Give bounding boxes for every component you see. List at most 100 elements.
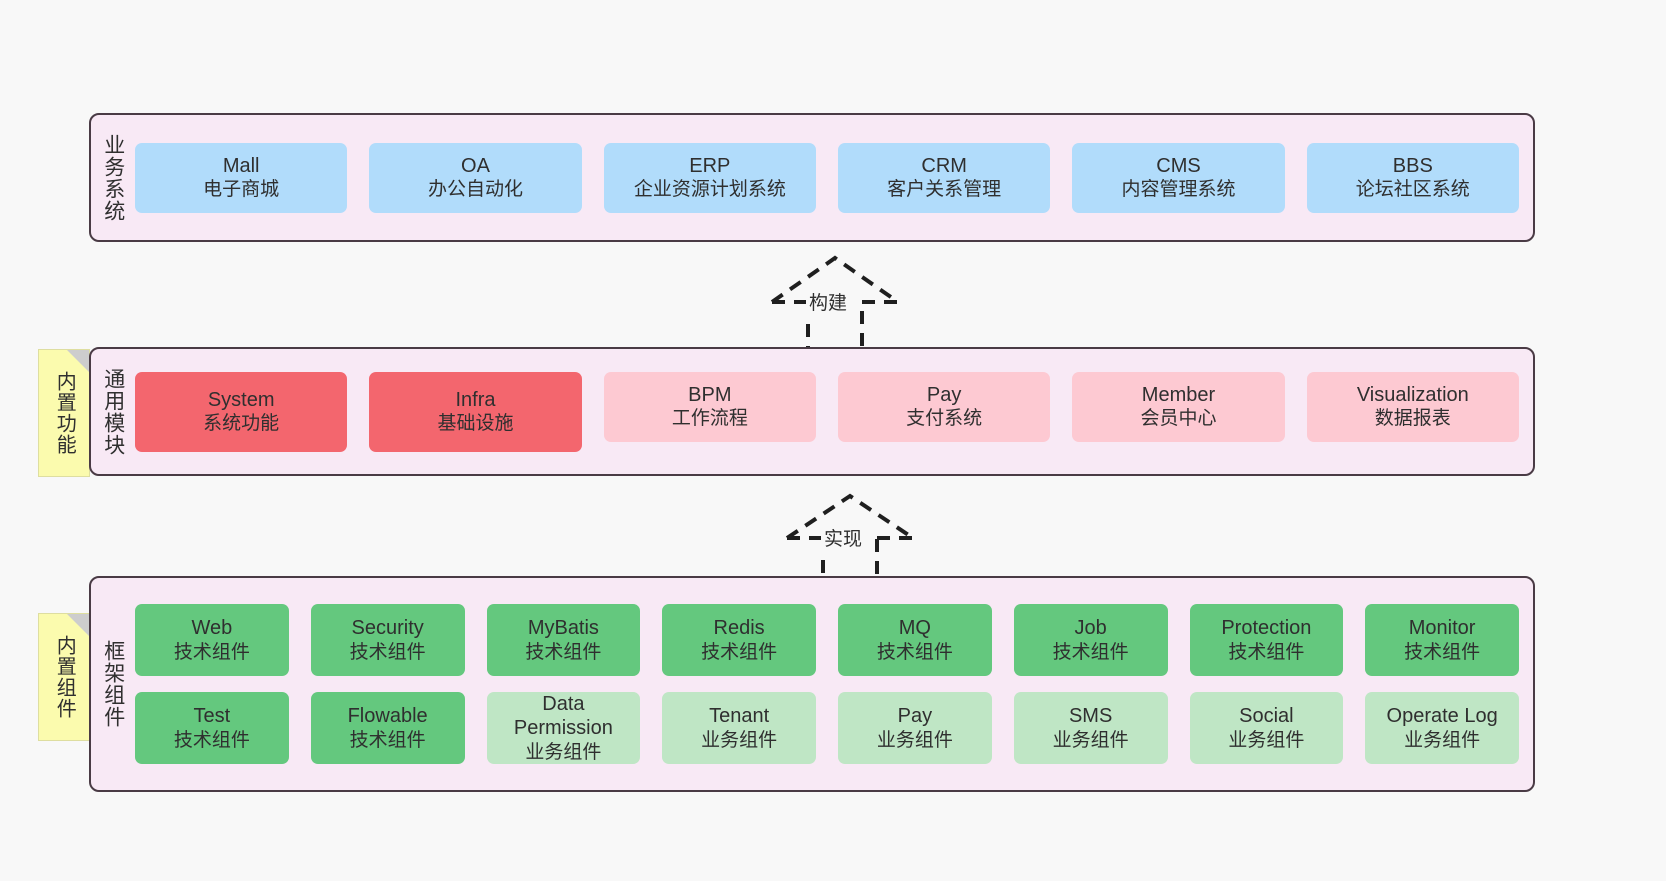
card-oa[interactable]: OA 办公自动化 xyxy=(369,142,582,213)
card-protection-title: Protection xyxy=(1221,617,1312,640)
card-pay-module[interactable]: Pay 支付系统 xyxy=(837,371,1051,442)
card-visualization[interactable]: Visualization 数据报表 xyxy=(1306,371,1519,442)
card-job[interactable]: Job 技术组件 xyxy=(1013,604,1168,676)
card-bbs-title: BBS xyxy=(1392,154,1433,177)
card-sms[interactable]: SMS 业务组件 xyxy=(1013,692,1168,764)
card-mybatis-title: MyBatis xyxy=(527,617,599,640)
card-crm-title: CRM xyxy=(921,154,967,177)
card-infra-title: Infra xyxy=(455,388,496,411)
note-fold-corner-icon xyxy=(67,350,89,372)
card-mall-title: Mall xyxy=(222,154,260,177)
card-security-sub: 技术组件 xyxy=(349,641,426,663)
card-oa-sub: 办公自动化 xyxy=(427,179,523,201)
layer-framework-component-title: 框架组件 xyxy=(101,640,125,728)
note-fold-corner-icon xyxy=(67,614,89,636)
card-cms-sub: 内容管理系统 xyxy=(1121,179,1236,201)
card-erp[interactable]: ERP 企业资源计划系统 xyxy=(603,142,816,213)
note-builtin-component-label: 内置组件 xyxy=(53,635,76,719)
layer-framework-component: 框架组件 Web 技术组件 Security 技术组件 MyBatis 技术组件… xyxy=(89,576,1535,792)
card-protection-sub: 技术组件 xyxy=(1228,641,1305,663)
card-web[interactable]: Web 技术组件 xyxy=(135,604,289,676)
card-bpm-sub: 工作流程 xyxy=(671,408,748,430)
card-cms-title: CMS xyxy=(1156,154,1201,177)
card-system-sub: 系统功能 xyxy=(203,413,280,435)
card-bbs-sub: 论坛社区系统 xyxy=(1355,179,1470,201)
card-pay-module-title: Pay xyxy=(926,383,962,406)
card-pay-component-title: Pay xyxy=(897,705,933,728)
layer-common-module: 通用模块 System 系统功能 Infra 基础设施 BPM 工作流程 Pay xyxy=(89,347,1535,476)
card-pay-component-sub: 业务组件 xyxy=(876,729,953,751)
card-job-title: Job xyxy=(1074,617,1107,640)
card-test-title: Test xyxy=(193,705,231,728)
card-cms[interactable]: CMS 内容管理系统 xyxy=(1072,142,1285,213)
card-system[interactable]: System 系统功能 xyxy=(135,371,348,452)
common-module-row: System 系统功能 Infra 基础设施 BPM 工作流程 Pay 支付系统… xyxy=(135,371,1519,452)
connector-build: 构建 xyxy=(760,252,910,357)
layer-common-module-title: 通用模块 xyxy=(101,367,125,456)
card-sms-title: SMS xyxy=(1068,705,1113,728)
connector-implement-label: 实现 xyxy=(821,524,866,551)
card-operate-log[interactable]: Operate Log 业务组件 xyxy=(1365,692,1519,764)
layer-framework-component-body: Web 技术组件 Security 技术组件 MyBatis 技术组件 Redi… xyxy=(135,578,1533,790)
card-monitor[interactable]: Monitor 技术组件 xyxy=(1365,604,1519,676)
card-mall-sub: 电子商城 xyxy=(203,179,280,201)
card-crm[interactable]: CRM 客户关系管理 xyxy=(837,142,1051,213)
card-bpm-title: BPM xyxy=(688,383,732,406)
card-data-permission-title: Data Permission xyxy=(513,693,613,740)
note-builtin-component: 内置组件 xyxy=(38,613,90,741)
card-flowable-sub: 技术组件 xyxy=(349,729,426,751)
card-tenant[interactable]: Tenant 业务组件 xyxy=(662,692,816,764)
card-oa-title: OA xyxy=(461,154,490,177)
card-mall[interactable]: Mall 电子商城 xyxy=(135,142,348,213)
card-sms-sub: 业务组件 xyxy=(1052,729,1129,751)
card-social-title: Social xyxy=(1239,705,1294,728)
card-visualization-sub: 数据报表 xyxy=(1374,408,1451,430)
card-mq-title: MQ xyxy=(898,617,931,640)
framework-tech-row: Web 技术组件 Security 技术组件 MyBatis 技术组件 Redi… xyxy=(135,604,1519,676)
card-redis-title: Redis xyxy=(713,617,765,640)
note-builtin-function-label: 内置功能 xyxy=(53,371,76,455)
business-system-row: Mall 电子商城 OA 办公自动化 ERP 企业资源计划系统 CRM 客户关系… xyxy=(135,142,1519,213)
card-web-sub: 技术组件 xyxy=(173,641,250,663)
card-infra-sub: 基础设施 xyxy=(437,413,514,435)
layer-business-system-body: Mall 电子商城 OA 办公自动化 ERP 企业资源计划系统 CRM 客户关系… xyxy=(135,115,1533,240)
layer-business-system-title: 业务系统 xyxy=(101,133,125,222)
card-test[interactable]: Test 技术组件 xyxy=(135,692,289,764)
card-monitor-sub: 技术组件 xyxy=(1404,641,1481,663)
card-redis[interactable]: Redis 技术组件 xyxy=(662,604,816,676)
connector-implement: 实现 xyxy=(775,490,925,588)
card-data-permission-sub: 业务组件 xyxy=(525,741,602,763)
card-system-title: System xyxy=(207,388,275,411)
card-monitor-title: Monitor xyxy=(1408,617,1476,640)
card-bbs[interactable]: BBS 论坛社区系统 xyxy=(1306,142,1519,213)
card-tenant-sub: 业务组件 xyxy=(701,729,778,751)
card-mybatis[interactable]: MyBatis 技术组件 xyxy=(486,604,641,676)
note-builtin-function: 内置功能 xyxy=(38,349,90,477)
card-flowable[interactable]: Flowable 技术组件 xyxy=(310,692,465,764)
card-bpm[interactable]: BPM 工作流程 xyxy=(603,371,816,442)
card-social[interactable]: Social 业务组件 xyxy=(1189,692,1344,764)
card-pay-component[interactable]: Pay 业务组件 xyxy=(838,692,992,764)
layer-common-module-body: System 系统功能 Infra 基础设施 BPM 工作流程 Pay 支付系统… xyxy=(135,349,1533,474)
card-operate-log-sub: 业务组件 xyxy=(1404,729,1481,751)
card-operate-log-title: Operate Log xyxy=(1386,705,1498,728)
card-member[interactable]: Member 会员中心 xyxy=(1072,371,1285,442)
card-infra[interactable]: Infra 基础设施 xyxy=(369,371,582,452)
card-test-sub: 技术组件 xyxy=(173,729,250,751)
card-data-permission[interactable]: Data Permission 业务组件 xyxy=(486,692,641,764)
card-tenant-title: Tenant xyxy=(709,705,770,728)
card-erp-title: ERP xyxy=(689,154,731,177)
layer-business-system: 业务系统 Mall 电子商城 OA 办公自动化 ERP 企业资源计划系统 CRM xyxy=(89,113,1535,242)
card-member-title: Member xyxy=(1141,383,1216,406)
card-mq-sub: 技术组件 xyxy=(876,641,953,663)
card-social-sub: 业务组件 xyxy=(1228,729,1305,751)
card-redis-sub: 技术组件 xyxy=(701,641,778,663)
card-security[interactable]: Security 技术组件 xyxy=(310,604,465,676)
card-mq[interactable]: MQ 技术组件 xyxy=(838,604,992,676)
framework-business-row: Test 技术组件 Flowable 技术组件 Data Permission … xyxy=(135,692,1519,764)
card-job-sub: 技术组件 xyxy=(1052,641,1129,663)
card-visualization-title: Visualization xyxy=(1356,383,1469,406)
card-erp-sub: 企业资源计划系统 xyxy=(633,179,786,201)
card-protection[interactable]: Protection 技术组件 xyxy=(1189,604,1344,676)
